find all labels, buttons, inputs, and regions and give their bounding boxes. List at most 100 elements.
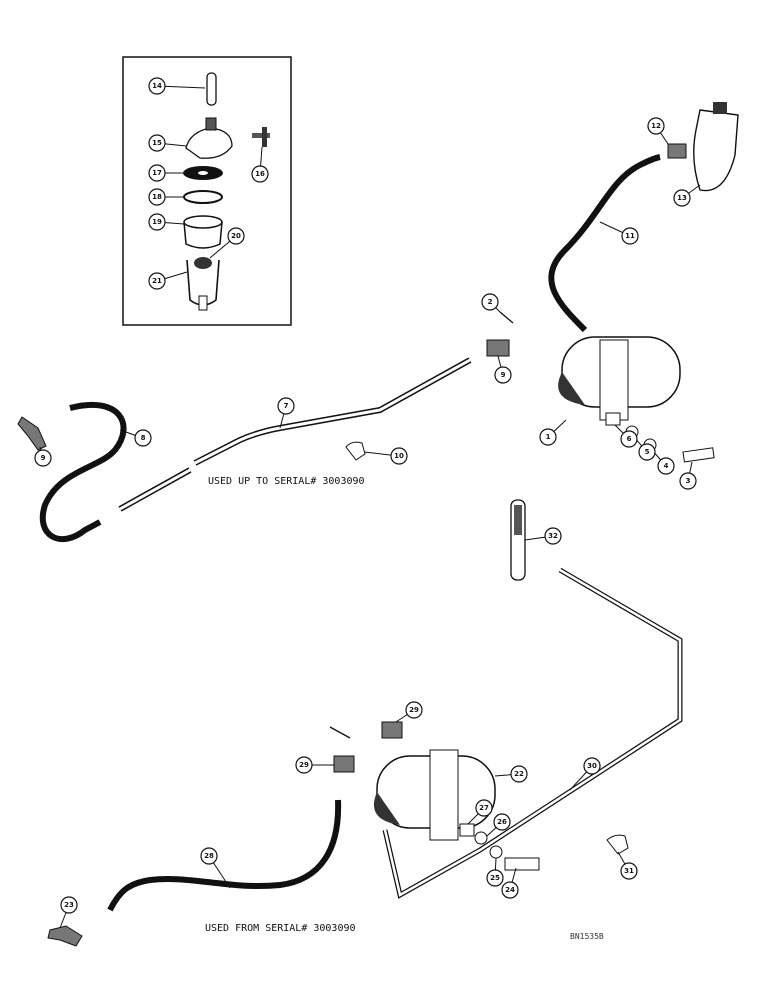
- callout-bubble: [539, 428, 557, 446]
- drawing-code: BN1535B: [570, 932, 604, 941]
- nut-6: [605, 412, 621, 426]
- callout-bubble: [251, 165, 269, 183]
- note-upper-serial: USED UP TO SERIAL# 3003090: [208, 476, 365, 487]
- callout-bubble: [501, 881, 519, 899]
- note-lower-serial: USED FROM SERIAL# 3003090: [205, 923, 356, 934]
- bolt-24: [504, 857, 540, 871]
- callout-bubble: [295, 756, 313, 774]
- pump-bracket: [429, 749, 459, 841]
- callout-bubble: [583, 757, 601, 775]
- elbow-29-bottom: [47, 925, 83, 947]
- callout-bubble: [620, 862, 638, 880]
- tube-7: [193, 357, 472, 466]
- callout-bubble: [481, 293, 499, 311]
- callout-bubble: [486, 869, 504, 887]
- callout-number: 28: [204, 852, 214, 860]
- tube-30: [382, 567, 683, 899]
- filter-inset: [122, 56, 292, 326]
- callout-number: 24: [505, 886, 515, 894]
- filter-tube: [206, 72, 217, 106]
- callout-bubble: [390, 447, 408, 465]
- callout-number: 9: [501, 371, 506, 379]
- callout-number: 11: [625, 232, 635, 240]
- callout-number: 18: [152, 193, 162, 201]
- callout-bubble: [34, 449, 52, 467]
- bolt-3: [682, 447, 715, 463]
- callout-bubble: [227, 227, 245, 245]
- callout-number: 20: [231, 232, 241, 240]
- callout-number: 19: [152, 218, 162, 226]
- callout-bubble: [60, 896, 78, 914]
- callout-bubble: [200, 847, 218, 865]
- callout-number: 21: [152, 277, 162, 285]
- filter-bowl: [183, 221, 223, 249]
- elbow-9-left: [17, 416, 47, 451]
- sediment-bowl: [693, 109, 739, 192]
- callout-number: 10: [394, 452, 404, 460]
- filter-cap: [185, 127, 233, 159]
- callout-bubble: [475, 799, 493, 817]
- wire-23: [329, 726, 351, 739]
- callout-number: 5: [645, 448, 650, 456]
- callout-number: 3: [686, 477, 691, 485]
- callout-bubble: [657, 457, 675, 475]
- callout-number: 15: [152, 139, 162, 147]
- callout-number: 22: [514, 770, 524, 778]
- hose-8: [39, 401, 127, 543]
- callout-bubble: [673, 189, 691, 207]
- filter-ring: [183, 190, 223, 204]
- callout-number: 25: [490, 874, 500, 882]
- callout-bubble: [544, 527, 562, 545]
- callout-number: 17: [152, 169, 162, 177]
- washer-26: [474, 831, 488, 845]
- callout-bubble: [405, 701, 423, 719]
- clip-10: [345, 441, 366, 461]
- callout-bubble: [148, 188, 166, 206]
- callout-number: 9: [41, 454, 46, 462]
- callout-number: 26: [497, 818, 507, 826]
- callout-bubble: [510, 765, 528, 783]
- callout-number: 23: [64, 901, 74, 909]
- callout-bubble: [148, 164, 166, 182]
- elbow-29-lower: [333, 755, 355, 773]
- callout-number: 16: [255, 170, 265, 178]
- callout-bubble: [134, 429, 152, 447]
- callout-number: 12: [651, 122, 661, 130]
- callout-number: 8: [141, 434, 146, 442]
- filter-element: [194, 257, 212, 269]
- callout-bubble: [679, 472, 697, 490]
- upper-assembly: [17, 102, 739, 543]
- callout-number: 29: [409, 706, 419, 714]
- callout-bubble: [148, 134, 166, 152]
- callout-number: 27: [479, 804, 489, 812]
- fitting-12: [667, 143, 687, 159]
- callout-number: 7: [284, 402, 289, 410]
- elbow-29-upper: [381, 721, 403, 739]
- callout-number: 2: [488, 298, 493, 306]
- clip-31: [606, 834, 629, 855]
- callout-number: 29: [299, 761, 309, 769]
- callout-bubble: [647, 117, 665, 135]
- callout-bubble: [638, 443, 656, 461]
- callout-number: 13: [677, 194, 687, 202]
- callout-bubble: [148, 77, 166, 95]
- callout-bubble: [620, 430, 638, 448]
- callout-number: 4: [664, 462, 669, 470]
- callout-number: 30: [587, 762, 597, 770]
- callout-bubble: [621, 227, 639, 245]
- callout-number: 14: [152, 82, 162, 90]
- hose-28: [107, 799, 342, 912]
- filter-valve: [252, 133, 270, 138]
- nut-27: [459, 823, 475, 837]
- callout-bubble: [493, 813, 511, 831]
- elbow-9-upper: [486, 339, 510, 357]
- hose-11: [548, 154, 661, 333]
- callout-bubble: [277, 397, 295, 415]
- callout-number: 32: [548, 532, 558, 540]
- lower-assembly: [47, 499, 683, 947]
- washer-25: [489, 845, 503, 859]
- wire-2: [499, 311, 514, 324]
- callout-number: 6: [627, 435, 632, 443]
